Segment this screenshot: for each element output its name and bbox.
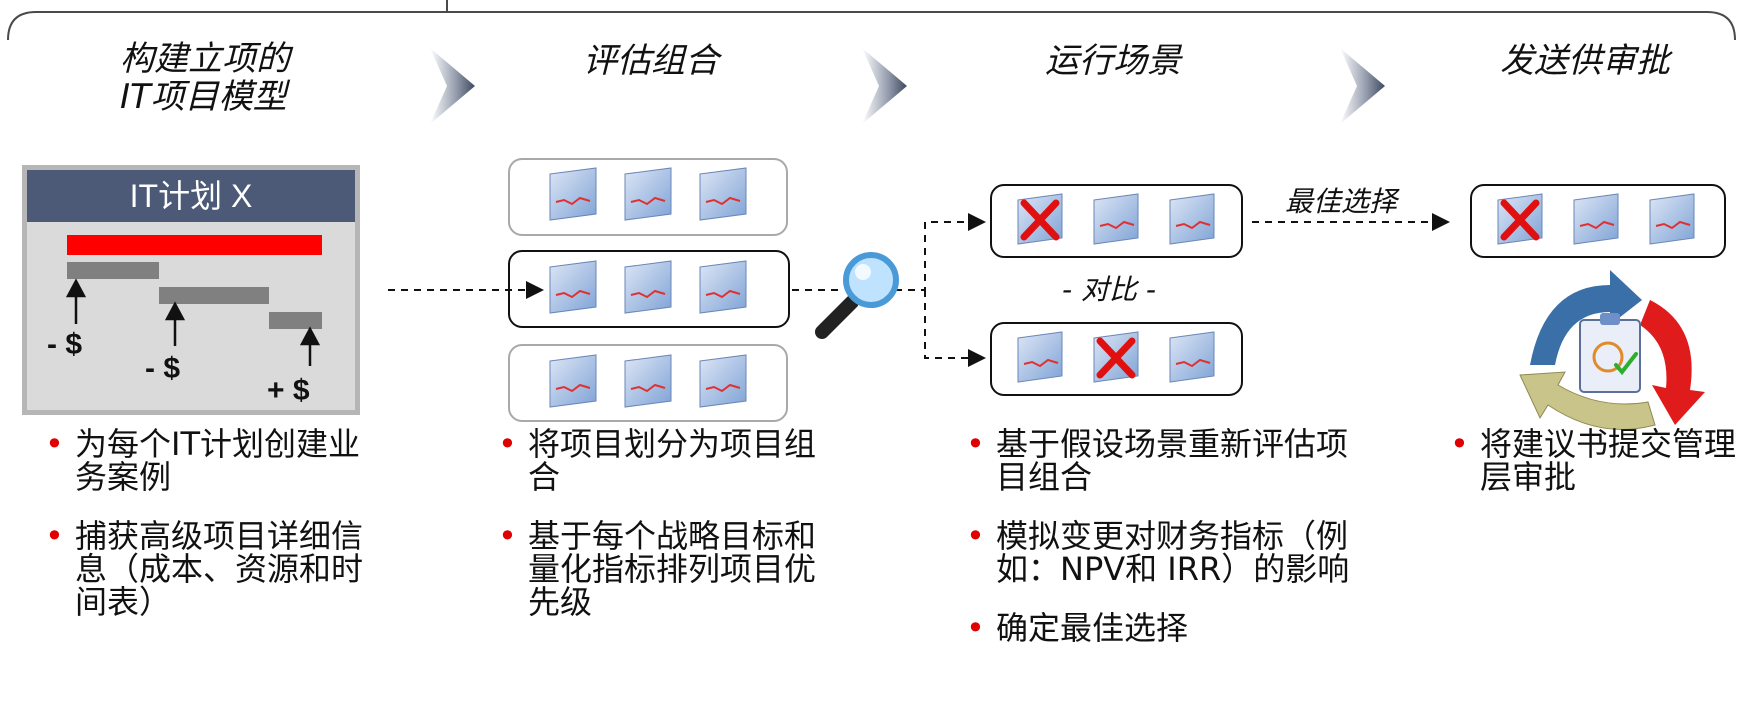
magnifier-icon: [815, 252, 899, 339]
bullet-list-build-model: 为每个IT计划创建业务案例 捕获高级项目详细信息（成本、资源和时间表）: [45, 428, 385, 645]
cost-label: - $: [145, 352, 181, 385]
project-chart-icon: [549, 167, 597, 221]
gantt-bar-phase: [269, 312, 322, 329]
project-chart-icon: [699, 260, 747, 314]
project-chart-icon: [624, 167, 672, 221]
plan-header: IT计划 X: [27, 170, 355, 222]
project-chart-icon: [549, 260, 597, 314]
gantt-bar-phase: [67, 262, 159, 279]
project-chart-icon: [1093, 193, 1139, 245]
approval-cycle-icon: [1519, 270, 1705, 430]
step-title-line: IT项目模型: [120, 77, 287, 117]
project-chart-icon: [1017, 331, 1063, 383]
best-choice-label: 最佳选择: [1285, 185, 1398, 218]
project-chart-icon: [549, 354, 597, 408]
step-title-line: 构建立项的: [120, 39, 290, 79]
step-title-submit-approval: 发送供审批: [1500, 41, 1670, 81]
project-chart-icon: [1169, 193, 1215, 245]
list-item: 捕获高级项目详细信息（成本、资源和时间表）: [45, 520, 385, 619]
gantt-chart: [65, 235, 322, 366]
chevron-right-icon: [862, 48, 907, 124]
step-title-build-model: 构建立项的 IT项目模型: [120, 40, 290, 116]
gantt-bar-total: [67, 235, 322, 255]
list-item: 为每个IT计划创建业务案例: [45, 428, 385, 494]
project-chart-icon: [624, 354, 672, 408]
list-item: 模拟变更对财务指标（例如：NPV和 IRR）的影响: [966, 520, 1371, 586]
project-chart-icon: [1649, 193, 1695, 245]
step-title-evaluate: 评估组合: [583, 41, 719, 81]
red-x-icon: [1096, 337, 1136, 379]
project-chart-icon: [1169, 331, 1215, 383]
chevron-right-icon: [1340, 48, 1385, 124]
it-plan-card: IT计划 X - $ - $ + $: [22, 165, 360, 415]
red-x-icon: [1500, 199, 1540, 241]
compare-label: - 对比 -: [1062, 273, 1157, 306]
bullet-list-submit-approval: 将建议书提交管理层审批: [1450, 428, 1742, 520]
list-item: 确定最佳选择: [966, 612, 1371, 646]
list-item: 将建议书提交管理层审批: [1450, 428, 1742, 494]
project-chart-icon: [699, 167, 747, 221]
list-item: 将项目划分为项目组合: [498, 428, 838, 494]
list-item: 基于假设场景重新评估项目组合: [966, 428, 1371, 494]
chevron-right-icon: [430, 48, 475, 124]
project-chart-icon: [1573, 193, 1619, 245]
red-x-icon: [1020, 199, 1060, 241]
bullet-list-evaluate: 将项目划分为项目组合 基于每个战略目标和量化指标排列项目优先级: [498, 428, 838, 645]
project-chart-icon: [624, 260, 672, 314]
list-item: 基于每个战略目标和量化指标排列项目优先级: [498, 520, 838, 619]
cost-label: - $: [47, 328, 83, 361]
gantt-bar-phase: [159, 287, 269, 304]
benefit-label: + $: [267, 374, 310, 407]
project-chart-icon: [699, 354, 747, 408]
step-title-run-scenario: 运行场景: [1045, 41, 1181, 81]
bullet-list-run-scenario: 基于假设场景重新评估项目组合 模拟变更对财务指标（例如：NPV和 IRR）的影响…: [966, 428, 1371, 671]
